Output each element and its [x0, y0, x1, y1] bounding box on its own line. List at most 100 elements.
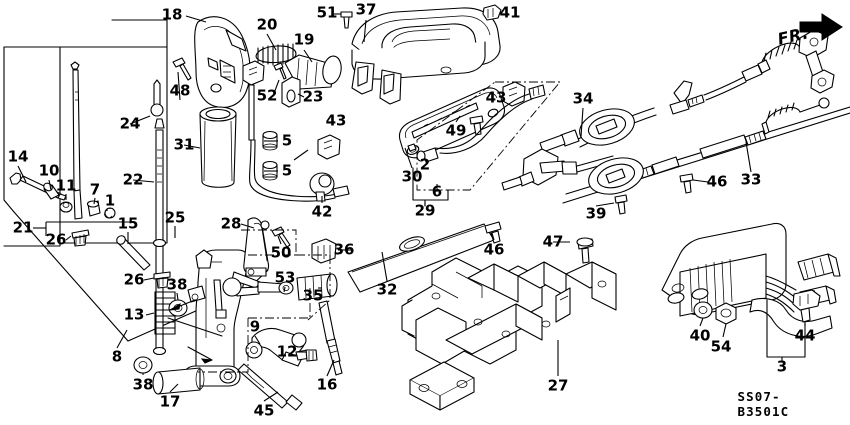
callout-collar: 10	[38, 161, 60, 180]
callout-screw: 48	[169, 81, 191, 100]
part-46-bolt-right	[679, 173, 694, 194]
callout-console-bezel: 37	[355, 0, 377, 19]
part-31-boot	[199, 106, 237, 188]
group-9-boundary	[248, 288, 311, 319]
callout-screw: 52	[256, 86, 278, 105]
callout-spring: 13	[123, 305, 145, 324]
callout-lever-arm: 28	[220, 214, 242, 233]
callout-bushing: 5	[281, 131, 293, 150]
part-52-screw	[273, 62, 287, 80]
part-44-clip	[792, 289, 821, 323]
callout-connector-clip: 43	[485, 88, 507, 107]
callout-indicator-panel: 30	[401, 167, 423, 186]
callout-washer: 38	[166, 275, 188, 294]
group-6-boundary	[416, 81, 561, 191]
part-5-bushing-lower	[262, 160, 278, 181]
callout-shift-lever-knob: 18	[161, 5, 183, 24]
callout-bolt: 49	[445, 121, 467, 140]
group-boundary-21	[3, 19, 168, 247]
part-12-bolt	[295, 349, 318, 362]
part-9-link	[245, 327, 307, 367]
callout-harness-group: 3	[776, 357, 788, 376]
callout-console-bracket: 27	[547, 376, 569, 395]
part-39-bolt	[614, 194, 628, 215]
bracket-29	[412, 167, 449, 201]
bracket-3-line	[766, 299, 806, 358]
motion-arrow-2	[169, 299, 196, 311]
callout-sub-assembly: 6	[431, 182, 443, 201]
callout-shift-rod: 22	[122, 170, 144, 189]
part-4-cable	[242, 60, 350, 202]
callout-shift-cable: 34	[572, 89, 594, 108]
callout-lever-boot: 31	[173, 135, 195, 154]
callout-bolt: 14	[7, 147, 29, 166]
callout-clip: 41	[499, 3, 521, 22]
part-47-bolt	[576, 237, 594, 264]
callout-screw: 51	[316, 3, 338, 22]
callout-detent-pin: 35	[302, 286, 324, 305]
part-7-bushing	[86, 200, 101, 217]
part-53-washer	[278, 281, 294, 295]
callout-bolt: 45	[253, 401, 275, 420]
callout-grommet: 42	[311, 202, 333, 221]
callout-pin: 16	[316, 375, 338, 394]
callout-sub-assembly: 29	[414, 201, 436, 220]
part-35-detent-pin	[296, 273, 338, 301]
part-34-lower-cable	[501, 148, 644, 195]
part-49-bolt	[469, 115, 484, 136]
part-15-pin	[116, 235, 151, 271]
diagram-part-number: SS07-B3501C	[737, 389, 790, 419]
part-42-grommet	[309, 172, 335, 202]
part-27-console-bracket	[401, 257, 617, 411]
part-54-nut	[715, 302, 737, 325]
part-41-clip	[482, 4, 502, 21]
motion-arrow-3	[187, 346, 213, 364]
motion-arrow-1	[167, 317, 223, 337]
part-7-rod	[70, 61, 83, 220]
callout-bushing: 5	[281, 161, 293, 180]
part-48-screw	[172, 57, 192, 81]
part-43-clip-left	[317, 134, 341, 160]
part-40-washer	[693, 301, 713, 319]
part-50-screw	[271, 226, 291, 248]
callout-cover-plate: 32	[376, 280, 398, 299]
part-17-collar	[152, 367, 205, 395]
part-26-bolt-lower	[153, 271, 171, 289]
callout-washer: 1	[104, 191, 116, 210]
part-36-grommet	[311, 238, 337, 264]
part-23-release-knob	[281, 76, 301, 108]
callout-bracket-group: 21	[12, 218, 34, 237]
part-46-bolt-left	[484, 221, 502, 244]
callout-screw: 25	[164, 208, 186, 227]
part-24-pin	[150, 79, 164, 117]
callout-base-bracket: 8	[111, 347, 123, 366]
part-51-screw	[340, 11, 353, 29]
callout-washer: 53	[274, 268, 296, 287]
callout-screw: 50	[270, 243, 292, 262]
callout-bushing: 7	[89, 180, 101, 199]
part-18-shift-knob	[194, 16, 251, 109]
callout-pin: 24	[119, 114, 141, 133]
part-5-bushing-upper	[262, 130, 278, 151]
callout-push-button: 19	[293, 30, 315, 49]
part-1-washer	[104, 207, 116, 219]
callout-bolt: 46	[483, 240, 505, 259]
part-13-spring	[154, 291, 176, 335]
callout-bolt: 46	[706, 172, 728, 191]
callout-detail-bracket: 2	[419, 155, 431, 174]
callout-pin: 15	[117, 214, 139, 233]
callout-link: 9	[249, 317, 261, 336]
callout-grommet: 36	[333, 240, 355, 259]
callout-washer: 40	[689, 326, 711, 345]
callout-washer: 38	[132, 375, 154, 394]
callout-clip: 44	[794, 326, 816, 345]
part-6-harness	[407, 84, 546, 163]
part-16-pin	[318, 300, 343, 376]
callout-bolt: 26	[45, 230, 67, 249]
callout-clip: 43	[325, 111, 347, 130]
callout-bolt: 47	[542, 232, 564, 251]
part-34-shift-cable	[539, 29, 835, 153]
callout-nut: 54	[710, 337, 732, 356]
bracket-8-leader-edge	[13, 211, 129, 342]
